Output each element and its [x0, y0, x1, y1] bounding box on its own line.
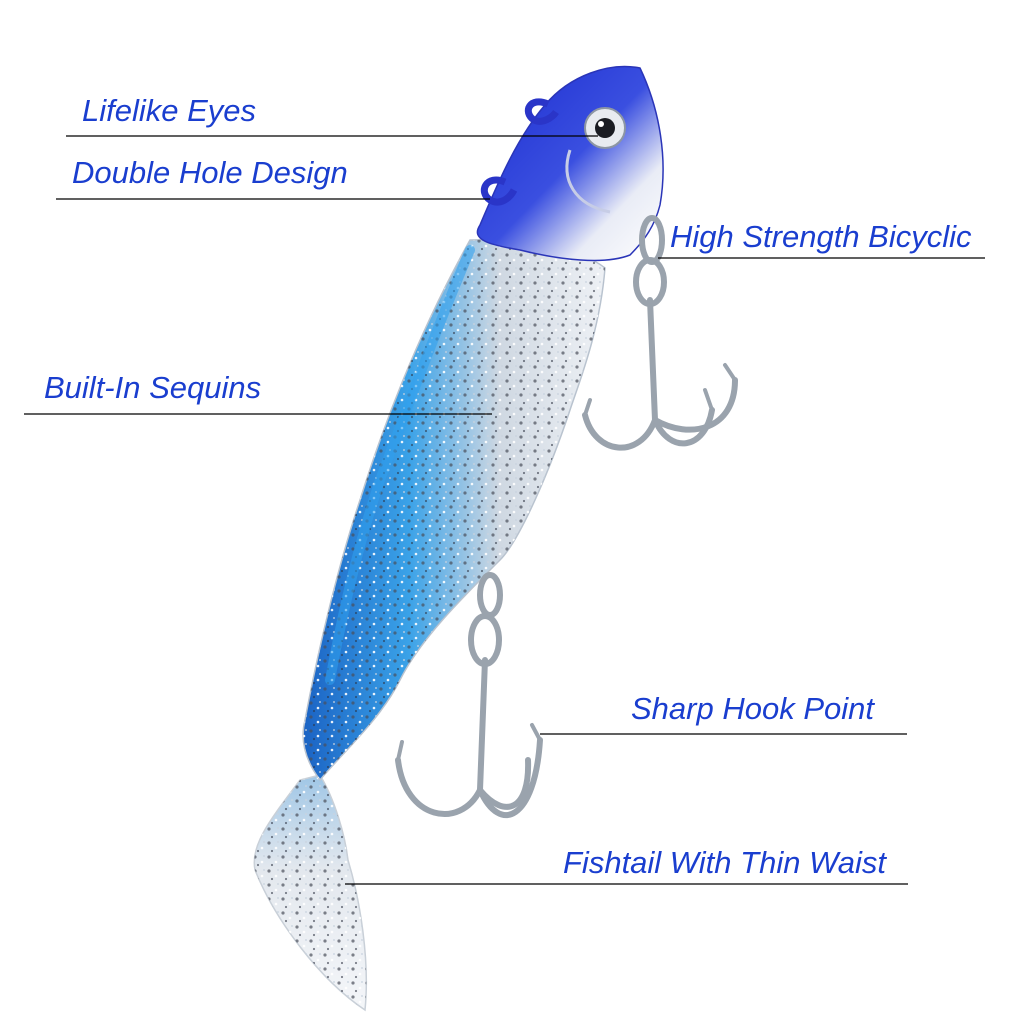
lure-eye	[584, 107, 626, 149]
fish-tail	[253, 774, 368, 1012]
jig-head	[476, 65, 664, 262]
callout-sharp-hook-point: Sharp Hook Point	[631, 691, 874, 726]
callout-double-hole-design: Double Hole Design	[72, 155, 348, 190]
callout-lifelike-eyes: Lifelike Eyes	[82, 93, 257, 128]
rear-treble-hook	[395, 572, 543, 818]
callout-high-strength-bicyclic: High Strength Bicyclic	[670, 219, 972, 254]
lure-body	[302, 238, 606, 782]
leader-lines	[24, 135, 985, 885]
callout-built-in-sequins: Built-In Sequins	[44, 370, 262, 405]
callout-fishtail-thin-waist: Fishtail With Thin Waist	[563, 845, 887, 880]
front-treble-hook	[582, 215, 738, 451]
